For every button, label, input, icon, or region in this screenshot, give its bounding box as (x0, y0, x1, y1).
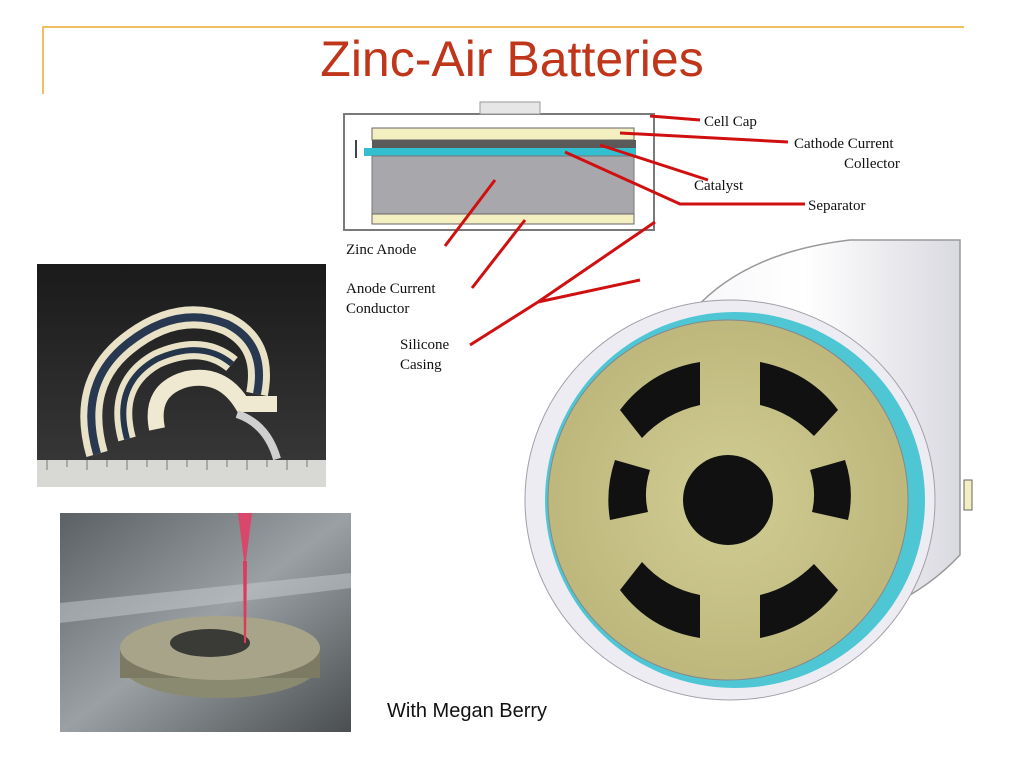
leader-silicone-b (537, 278, 641, 304)
label-catalyst: Catalyst (694, 178, 744, 194)
label-silicone-line2: Casing (400, 357, 442, 373)
credit-text: With Megan Berry (387, 700, 548, 722)
label-anode-line1: Anode Current (346, 281, 436, 297)
accent-rule-vertical (42, 26, 44, 94)
label-cathode-line1: Cathode Current (794, 136, 894, 152)
leader-separator (564, 150, 805, 206)
leader-lines (443, 114, 805, 347)
leader-catalyst (599, 143, 709, 182)
label-cathode-line2: Collector (844, 156, 900, 172)
label-anode-line2: Conductor (346, 301, 409, 317)
accent-rule-horizontal (42, 26, 964, 28)
printing-nozzle-photo (60, 513, 351, 732)
leader-zinc-anode (443, 179, 497, 247)
leader-cell-cap (649, 114, 701, 122)
leader-silicone-c (469, 300, 539, 347)
label-zinc-anode: Zinc Anode (346, 242, 417, 258)
label-silicone-line1: Silicone (400, 337, 450, 353)
leader-silicone-a (537, 220, 656, 304)
label-cell-cap: Cell Cap (704, 114, 757, 130)
slide-title: Zinc-Air Batteries (320, 31, 704, 87)
spiral-battery-photo (37, 264, 326, 487)
leader-anode-conductor (470, 219, 527, 289)
cell-3d-render (524, 239, 973, 701)
cross-section (343, 101, 655, 231)
label-separator: Separator (808, 198, 865, 214)
leader-cathode-collector (619, 131, 789, 144)
zinc-air-cell-diagram: Cell Cap Cathode Current Collector Catal… (343, 101, 973, 701)
